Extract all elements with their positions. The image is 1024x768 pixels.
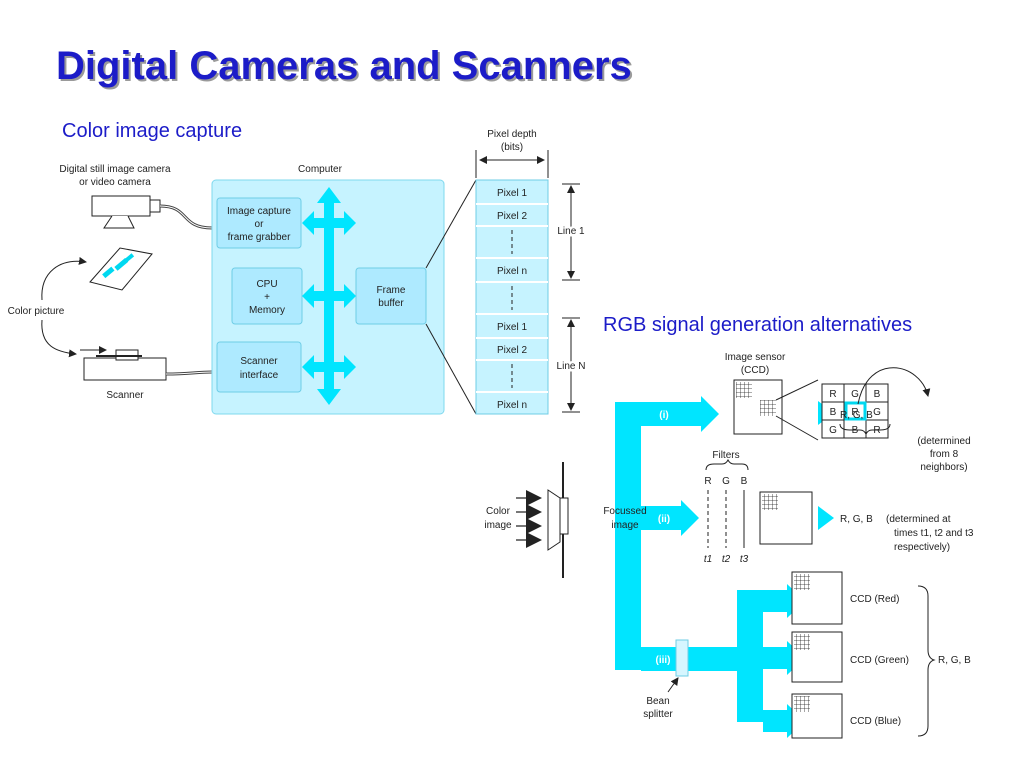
filter-letter-b: B	[741, 476, 748, 487]
path-label-i: (i)	[659, 410, 668, 421]
filter-letter-r: R	[704, 476, 711, 487]
path-label-ii: (ii)	[658, 514, 670, 525]
pixel-depth-line-2: (bits)	[501, 142, 523, 153]
computer-label: Computer	[298, 164, 343, 175]
camera-icon	[91, 195, 213, 230]
note-ii-line-3: respectively)	[894, 542, 950, 553]
t-label-3: t3	[740, 554, 749, 565]
cpu-line-3: Memory	[249, 305, 285, 316]
bayer-cell-2: G	[851, 389, 859, 400]
pixel-cell-2: Pixel 2	[497, 211, 527, 222]
ccd-sensor-blue	[791, 693, 843, 739]
pixel-depth-line-1: Pixel depth	[487, 129, 536, 140]
ccd-sensor-single	[733, 379, 819, 441]
system-bus-arrows	[302, 187, 356, 405]
input-arrows	[516, 490, 542, 548]
beam-splitter-line-1: Bean	[646, 696, 669, 707]
image-capture-line-1: Image capture	[227, 206, 291, 217]
bayer-cell-5: R	[851, 407, 858, 418]
image-capture-line-2: or	[255, 219, 265, 230]
note-i-line-2: from 8	[930, 449, 959, 460]
note-i-line-1: (determined	[917, 436, 970, 447]
color-image-line-1: Color	[486, 506, 511, 517]
pixel-cell-line-n-n: Pixel n	[497, 400, 527, 411]
scanner-interface-line-1: Scanner	[240, 356, 278, 367]
pixel-cell-1: Pixel 1	[497, 188, 527, 199]
color-image-line-2: image	[484, 520, 512, 531]
note-ii-line-1: (determined at	[886, 514, 951, 525]
scanner-label: Scanner	[106, 390, 144, 401]
note-ii-line-2: times t1, t2 and t3	[894, 528, 974, 539]
focussed-image-line-2: image	[611, 520, 639, 531]
image-sensor-line-1: Image sensor	[725, 352, 786, 363]
t-label-2: t2	[722, 554, 731, 565]
filter-letter-g: G	[722, 476, 730, 487]
pixel-cell-line-n-1: Pixel 1	[497, 322, 527, 333]
bayer-cell-6: G	[873, 407, 881, 418]
focussed-image-line-1: Focussed	[603, 506, 646, 517]
cpu-line-2: +	[264, 292, 270, 303]
ccd-red-label: CCD (Red)	[850, 594, 899, 605]
ccd-sensor-green	[791, 631, 843, 683]
output-rgb-i: R, G, B	[840, 410, 873, 421]
path-label-iii: (iii)	[656, 655, 671, 666]
beam-splitter-line-2: splitter	[643, 709, 673, 720]
pixel-cell-n: Pixel n	[497, 266, 527, 277]
scanner-icon	[80, 346, 213, 381]
pixel-column	[475, 179, 549, 415]
image-capture-line-3: frame grabber	[228, 232, 291, 243]
scanner-interface-line-2: interface	[240, 370, 279, 381]
scanner-interface-box: Scanner interface	[216, 341, 302, 393]
subtitle-color-image-capture: Color image capture	[62, 120, 243, 142]
lens-icon	[547, 462, 569, 578]
camera-label-line-1: Digital still image camera	[59, 164, 171, 175]
t-label-1: t1	[704, 554, 712, 565]
subtitle-rgb-alternatives: RGB signal generation alternatives	[603, 314, 913, 336]
pixel-cell-line-n-2: Pixel 2	[497, 345, 527, 356]
image-capture-box: Image capture or frame grabber	[216, 197, 302, 249]
bayer-cell-1: R	[829, 389, 836, 400]
color-picture-label: Color picture	[8, 306, 65, 317]
bayer-cell-4: B	[830, 407, 837, 418]
signal-paths	[615, 396, 834, 738]
line-n-label: Line N	[557, 361, 586, 372]
bayer-cell-7: G	[829, 425, 837, 436]
frame-buffer-box: Frame buffer	[355, 267, 427, 325]
line-1-label: Line 1	[557, 226, 585, 237]
bayer-grid	[821, 383, 889, 439]
ccd-green-label: CCD (Green)	[850, 655, 909, 666]
cpu-memory-box: CPU + Memory	[231, 267, 303, 325]
camera-label-line-2: or video camera	[79, 177, 151, 188]
image-sensor-line-2: (CCD)	[741, 365, 769, 376]
ccd-sensor-red	[791, 571, 843, 625]
frame-buffer-line-2: buffer	[378, 298, 404, 309]
note-i-line-3: neighbors)	[920, 462, 967, 473]
filters-label: Filters	[712, 450, 739, 461]
beam-splitter-icon	[675, 639, 689, 677]
cpu-line-1: CPU	[256, 279, 277, 290]
ccd-blue-label: CCD (Blue)	[850, 716, 901, 727]
frame-buffer-line-1: Frame	[377, 285, 406, 296]
output-rgb-iii: R, G, B	[938, 655, 971, 666]
color-picture-icon	[89, 247, 153, 291]
slide-title: Digital Cameras and Scanners	[56, 44, 632, 88]
filter-lines	[707, 490, 745, 548]
bayer-cell-3: B	[874, 389, 881, 400]
output-rgb-ii: R, G, B	[840, 514, 873, 525]
ccd-sensor-filtered	[759, 491, 813, 545]
